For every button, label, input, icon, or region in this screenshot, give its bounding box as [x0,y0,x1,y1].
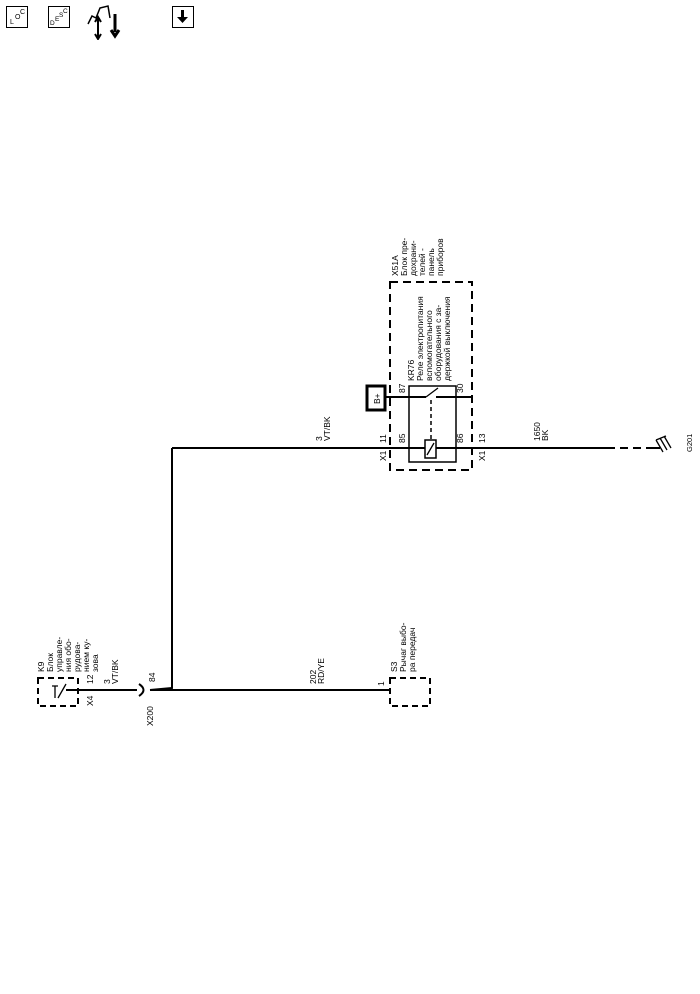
wire-vertical [149,448,173,691]
ground-icon [652,435,672,453]
ground-label: G201 [685,434,694,452]
x51a-label: X51A Блок пре- дохрани- телей - панель п… [390,235,445,276]
pin-84: 84 [147,672,157,682]
wire-k9-label: 3 VT/BK [102,659,120,684]
kr76-label: KR76 Реле электропитания вспомогательног… [406,294,452,381]
svg-text:D: D [50,20,55,26]
s3-box [389,677,431,707]
pin-1: 1 [376,681,386,686]
pin-87: 87 [397,383,407,393]
connector-x200: X200 [145,706,155,726]
pin-30: 30 [455,383,465,393]
svg-text:O: O [15,14,21,21]
pin-11: 11 [378,434,388,443]
k9-label: K9 Блок управле- ния обо- рудова- нием к… [36,634,100,672]
loc-icon: L O C [10,9,25,26]
b-plus-label: B+ [372,393,382,404]
k9-switch-icon [52,683,67,699]
svg-text:S: S [59,12,64,19]
x200-connector-icon [138,683,145,697]
pin-13: 13 [477,433,487,443]
connector-x1-left: X1 [378,450,388,461]
x51a-fuse-block-box [389,281,473,471]
wire-top-label: 3 VT/BK [314,416,332,441]
svg-text:C: C [63,8,68,15]
s3-label: S3 Рычаг выбо- ра передач [389,620,417,672]
connector-x1-right: X1 [477,450,487,461]
b-plus-box [365,384,387,412]
loc-button[interactable]: L O C [6,6,28,28]
vehicle-service-icon[interactable] [86,4,126,40]
svg-text:C: C [20,9,25,16]
svg-text:L: L [10,19,14,26]
connector-x4: X4 [85,695,95,706]
relay-coil-icon [424,439,437,459]
pin-85: 85 [397,433,407,443]
pin-12: 12 [85,674,95,684]
k9-box [37,677,79,707]
arrow-down-icon [177,10,188,23]
wire-ground-label: 1650 BK [532,420,550,441]
desc-icon: D E S C [50,8,68,27]
desc-button[interactable]: D E S C [48,6,70,28]
relay-switch-contact-icon [425,387,439,398]
pin-86: 86 [455,433,465,443]
svg-text:E: E [55,16,60,23]
download-button[interactable] [172,6,194,28]
wire-s3-label: 202 RD/YE [308,658,326,684]
kr76-relay-box [408,385,457,463]
